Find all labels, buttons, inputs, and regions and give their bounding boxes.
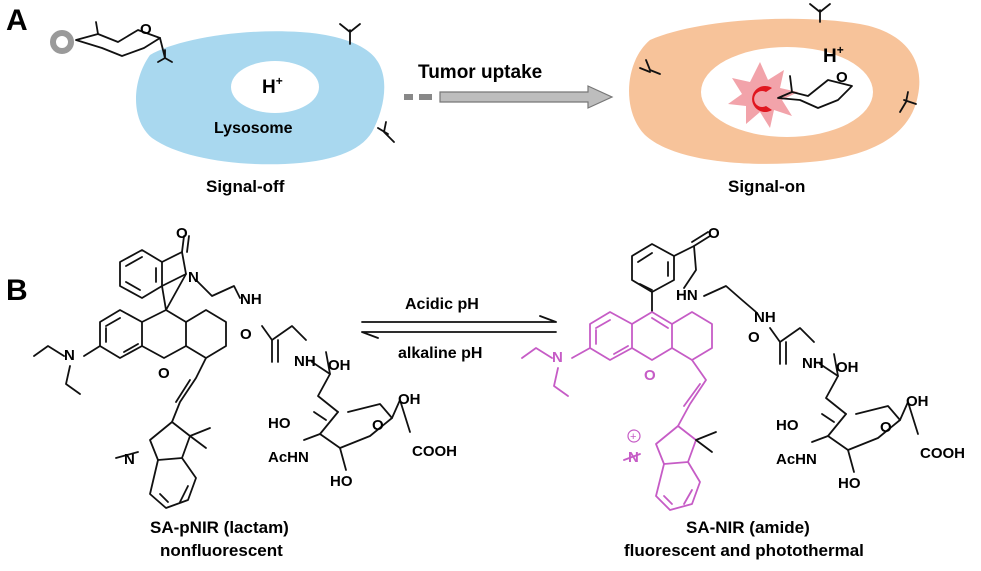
positive-charge-icon: [627, 429, 641, 443]
atom-achn: AcHN: [776, 451, 817, 468]
arrow-label: Tumor uptake: [418, 62, 542, 83]
equilibrium-bottom-label: alkaline pH: [398, 345, 482, 362]
atom-o: O: [644, 367, 656, 384]
reverse-arrow-icon: [361, 331, 557, 339]
arrow-dash-2: [419, 94, 432, 100]
lysosome: [231, 61, 319, 113]
atom-n: N: [64, 347, 75, 364]
atom-n: N: [552, 349, 563, 366]
sugar-chair-right-icon: O: [777, 69, 853, 109]
atom-achn: AcHN: [268, 449, 309, 466]
crescent-icon: [752, 85, 772, 112]
left-compound-name: SA-pNIR (lactam): [150, 518, 289, 537]
atom-n: N: [628, 449, 639, 466]
state-right-label: Signal-on: [728, 177, 805, 196]
atom-o: O: [240, 326, 252, 343]
right-molecule: [521, 231, 919, 511]
atom-cooh: COOH: [412, 443, 457, 460]
arrow-dash-1: [404, 94, 413, 100]
receptor-icon: [899, 91, 917, 113]
atom-o: O: [158, 365, 170, 382]
probe-ring-icon: [50, 30, 74, 54]
fluorescence-burst-icon: [728, 62, 798, 128]
atom-oh: OH: [906, 393, 929, 410]
atom-n: N: [188, 269, 199, 286]
receptor-icon: [809, 3, 831, 23]
left-proton-label: H+: [262, 74, 283, 98]
atom-o: O: [176, 225, 188, 242]
panel-b-label: B: [6, 274, 28, 307]
receptor-icon: [377, 121, 395, 143]
receptor-icon: [639, 59, 661, 75]
atom-nh: NH: [754, 309, 776, 326]
forward-arrow-icon: [361, 315, 557, 323]
right-compound-desc: fluorescent and photothermal: [624, 541, 864, 560]
left-molecule: [33, 235, 411, 509]
atom-nh: NH: [802, 355, 824, 372]
right-proton-label: H+: [823, 43, 844, 67]
atom-nh: NH: [294, 353, 316, 370]
atom-o: O: [748, 329, 760, 346]
sugar-chair-left-icon: O: [75, 21, 173, 63]
receptor-icon: [339, 23, 361, 45]
atom-oh: OH: [328, 357, 351, 374]
atom-ho: HO: [330, 473, 353, 490]
atom-oh: OH: [398, 391, 421, 408]
equilibrium-top-label: Acidic pH: [405, 296, 479, 313]
atom-o: O: [880, 419, 892, 436]
panel-a-label: A: [6, 4, 28, 37]
atom-cooh: COOH: [920, 445, 965, 462]
organelle-label: Lysosome: [214, 120, 293, 137]
atom-nh: NH: [240, 291, 262, 308]
sugar-o-right: O: [836, 69, 848, 86]
charge-sign: +: [630, 431, 636, 443]
uptake-arrow-icon: [439, 85, 614, 109]
atom-ho: HO: [838, 475, 861, 492]
atom-n: N: [124, 451, 135, 468]
left-compound-desc: nonfluorescent: [160, 541, 283, 560]
atom-ho: HO: [268, 415, 291, 432]
state-left-label: Signal-off: [206, 177, 285, 196]
sugar-o-left: O: [140, 21, 152, 38]
atom-o: O: [372, 417, 384, 434]
atom-ho: HO: [776, 417, 799, 434]
atom-o: O: [708, 225, 720, 242]
atom-hn: HN: [676, 287, 698, 304]
right-compound-name: SA-NIR (amide): [686, 518, 810, 537]
atom-oh: OH: [836, 359, 859, 376]
